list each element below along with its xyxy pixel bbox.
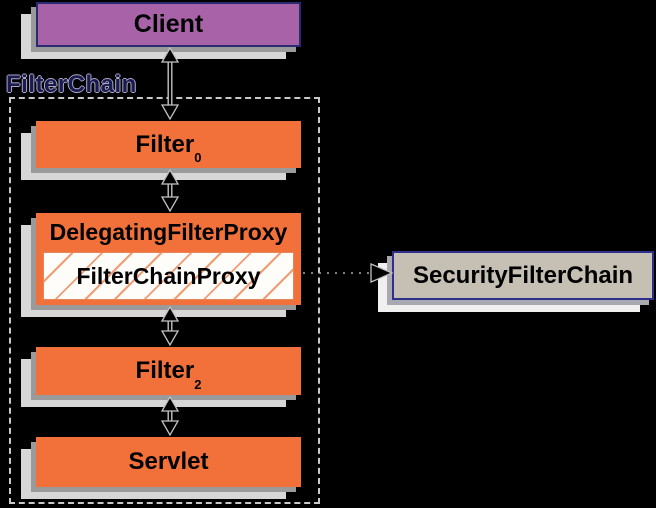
node-filter0-label: Filter0: [135, 130, 202, 166]
node-filter2-subscript: 2: [194, 376, 202, 392]
node-servlet-label: Servlet: [128, 448, 209, 475]
node-security-filter-chain: SecurityFilterChain: [392, 251, 654, 300]
node-filter0: Filter0: [36, 121, 301, 168]
node-client-label: Client: [133, 10, 204, 38]
node-security-filter-chain-label: SecurityFilterChain: [412, 261, 634, 289]
arrowhead-right-icon: [370, 263, 394, 283]
node-filter2: Filter2: [36, 347, 301, 395]
node-servlet: Servlet: [36, 437, 301, 487]
arrowhead-up-icon: [160, 46, 180, 63]
node-filter2-label: Filter2: [135, 357, 202, 392]
filterchain-group-boundary: [9, 97, 320, 504]
node-delegating-filter-proxy: DelegatingFilterProxy FilterChainProxy: [36, 213, 301, 305]
node-delegating-filter-proxy-label: DelegatingFilterProxy: [49, 219, 288, 245]
node-filter-chain-proxy: FilterChainProxy: [43, 252, 294, 300]
filterchain-group-label: FilterChain: [6, 71, 137, 98]
node-client: Client: [36, 2, 301, 47]
node-filter0-subscript: 0: [194, 150, 202, 166]
node-filter-chain-proxy-label: FilterChainProxy: [76, 262, 261, 289]
